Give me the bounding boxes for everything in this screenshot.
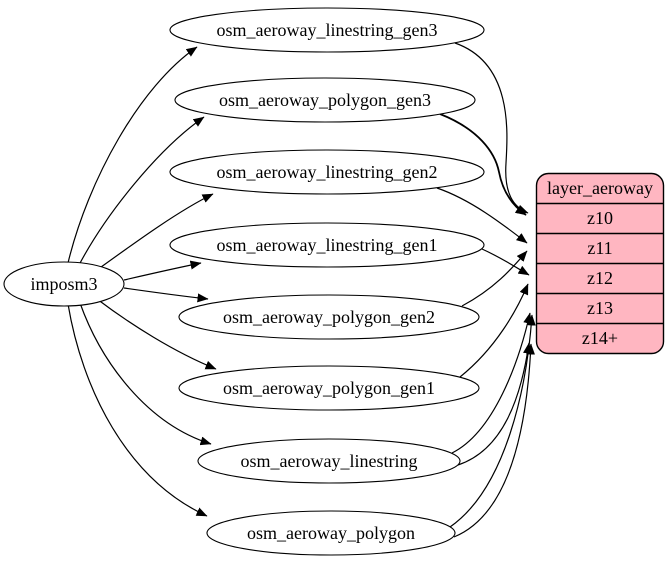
table-node-osm_aeroway_polygon_gen3: osm_aeroway_polygon_gen3 — [174, 77, 476, 123]
table-node-osm_aeroway_polygon_gen2: osm_aeroway_polygon_gen2 — [178, 294, 480, 340]
edge-osm_aeroway_polygon_gen1-z12 — [459, 283, 529, 378]
edge-osm_aeroway_linestring-z13 — [451, 312, 533, 454]
table-label: osm_aeroway_linestring — [241, 451, 418, 471]
table-node-osm_aeroway_polygon_gen1: osm_aeroway_polygon_gen1 — [178, 365, 480, 411]
source-node-imposm3: imposm3 — [3, 261, 125, 307]
edges-from-source — [67, 46, 217, 517]
table-label: osm_aeroway_linestring_gen3 — [217, 20, 438, 40]
edge-osm_aeroway_polygon_gen3-z10 — [439, 113, 527, 216]
edge-imposm3-osm_aeroway_polygon — [67, 303, 208, 517]
edge-imposm3-osm_aeroway_linestring_gen1 — [123, 260, 202, 281]
imposm3-label: imposm3 — [30, 274, 97, 294]
table-ellipse — [197, 438, 461, 484]
edge-imposm3-osm_aeroway_linestring — [79, 302, 212, 446]
edge-imposm3-osm_aeroway_polygon_gen2 — [123, 287, 209, 303]
table-label: osm_aeroway_linestring_gen1 — [217, 235, 438, 255]
table-label: osm_aeroway_polygon_gen3 — [219, 90, 431, 110]
edge-imposm3-osm_aeroway_linestring_gen2 — [96, 193, 214, 271]
table-ellipse — [178, 294, 480, 340]
table-label: osm_aeroway_polygon_gen1 — [223, 378, 435, 398]
edge-osm_aeroway_polygon_gen2-z11 — [461, 250, 528, 307]
imposm3-ellipse — [3, 261, 125, 307]
table-node-osm_aeroway_polygon: osm_aeroway_polygon — [206, 510, 456, 556]
edge-imposm3-osm_aeroway_polygon_gen1 — [96, 298, 217, 370]
edge-osm_aeroway_polygon-z14 — [453, 343, 535, 538]
table-node-osm_aeroway_linestring_gen2: osm_aeroway_linestring_gen2 — [169, 149, 485, 195]
edge-osm_aeroway_linestring-z14 — [457, 342, 532, 466]
edge-imposm3-osm_aeroway_linestring_gen3 — [67, 46, 198, 264]
edge-osm_aeroway_linestring_gen1-z12 — [481, 248, 530, 276]
table-ellipse — [169, 222, 485, 268]
layer-node: layer_aeroway z10 z11 z12 z13 z14+ — [535, 172, 665, 355]
table-ellipse — [178, 365, 480, 411]
layer-row-label-z10: z10 — [587, 208, 613, 228]
table-ellipse — [174, 77, 476, 123]
edge-osm_aeroway_linestring_gen2-z11 — [436, 187, 528, 244]
layer-row-label-z13: z13 — [587, 298, 613, 318]
layer-row-label-z14: z14+ — [582, 328, 618, 348]
edge-osm_aeroway_polygon-z13 — [449, 314, 536, 528]
table-node-osm_aeroway_linestring_gen3: osm_aeroway_linestring_gen3 — [169, 7, 485, 53]
table-ellipse — [169, 7, 485, 53]
table-ellipse — [206, 510, 456, 556]
table-nodes: osm_aeroway_linestring_gen3 osm_aeroway_… — [169, 7, 485, 556]
table-label: osm_aeroway_linestring_gen2 — [217, 162, 438, 182]
layer-node-title: layer_aeroway — [547, 178, 653, 198]
edge-imposm3-osm_aeroway_polygon_gen3 — [78, 116, 205, 266]
edge-osm_aeroway_linestring_gen3-z10 — [454, 42, 529, 214]
layer-row-label-z11: z11 — [587, 238, 612, 258]
table-label: osm_aeroway_polygon — [247, 523, 415, 543]
table-node-osm_aeroway_linestring_gen1: osm_aeroway_linestring_gen1 — [169, 222, 485, 268]
layer-row-label-z12: z12 — [587, 268, 613, 288]
table-label: osm_aeroway_polygon_gen2 — [223, 307, 435, 327]
table-node-osm_aeroway_linestring: osm_aeroway_linestring — [197, 438, 461, 484]
table-ellipse — [169, 149, 485, 195]
edges-to-layer — [436, 42, 536, 538]
